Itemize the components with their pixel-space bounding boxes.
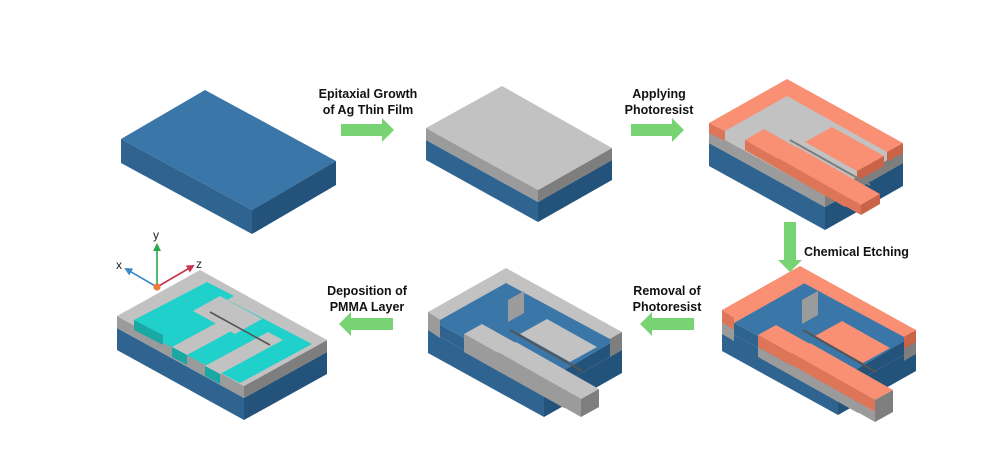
substrate-top-face (121, 90, 336, 210)
step-label-deposition-of-pmma: Deposition of PMMA Layer (312, 283, 422, 315)
etched-ag-structure (428, 268, 622, 417)
ag-film-top-face (426, 86, 612, 190)
y-axis-label: y (153, 228, 159, 242)
etched-structure-with-resist (722, 266, 916, 422)
resist-finger (778, 147, 880, 205)
pmma-region (150, 297, 312, 383)
z-axis-label: z (196, 257, 202, 271)
axis-origin (153, 283, 161, 291)
step-label-chemical-etching: Chemical Etching (804, 244, 909, 260)
substrate-left-face (121, 139, 252, 234)
step-label-applying-photoresist: Applying Photoresist (604, 86, 714, 118)
ag-film-left-face (426, 128, 538, 202)
x-axis-label: x (116, 258, 122, 272)
substrate-with-ag-film (426, 86, 612, 222)
step-label-removal-of-photoresist: Removal of Photoresist (612, 283, 722, 315)
photoresist-patterned (709, 79, 903, 230)
step-label-epitaxial-growth: Epitaxial Growth of Ag Thin Film (308, 86, 428, 118)
label-line: Deposition of (327, 284, 407, 298)
substrate-right-face (252, 161, 336, 234)
label-line: Applying (632, 87, 686, 101)
label-line: Photoresist (624, 103, 694, 117)
process-arrow-down (778, 222, 802, 272)
process-arrow-right (341, 118, 394, 142)
ag-film-right-face (538, 148, 612, 202)
etched-finger (792, 343, 893, 400)
z-axis-arrow (156, 264, 195, 288)
x-axis-arrow (124, 267, 158, 288)
label-line: of Ag Thin Film (322, 103, 414, 117)
process-arrow-right (631, 118, 684, 142)
pmma-covered-structure (117, 270, 327, 420)
coordinate-axes (124, 243, 195, 291)
resist-frame (709, 79, 903, 152)
substrate-right-face (538, 160, 612, 222)
resist-bar (805, 127, 884, 171)
substrate-left-face (426, 140, 538, 222)
label-line: Chemical Etching (804, 245, 909, 259)
substrate-bare (121, 90, 336, 234)
pmma-region (134, 282, 234, 335)
ag-finger (498, 342, 599, 399)
label-line: PMMA Layer (329, 300, 405, 314)
process-arrow-left (640, 312, 694, 336)
label-line: Epitaxial Growth (318, 87, 418, 101)
label-line: Photoresist (632, 300, 702, 314)
label-line: Removal of (633, 284, 701, 298)
process-arrow-left (339, 312, 393, 336)
